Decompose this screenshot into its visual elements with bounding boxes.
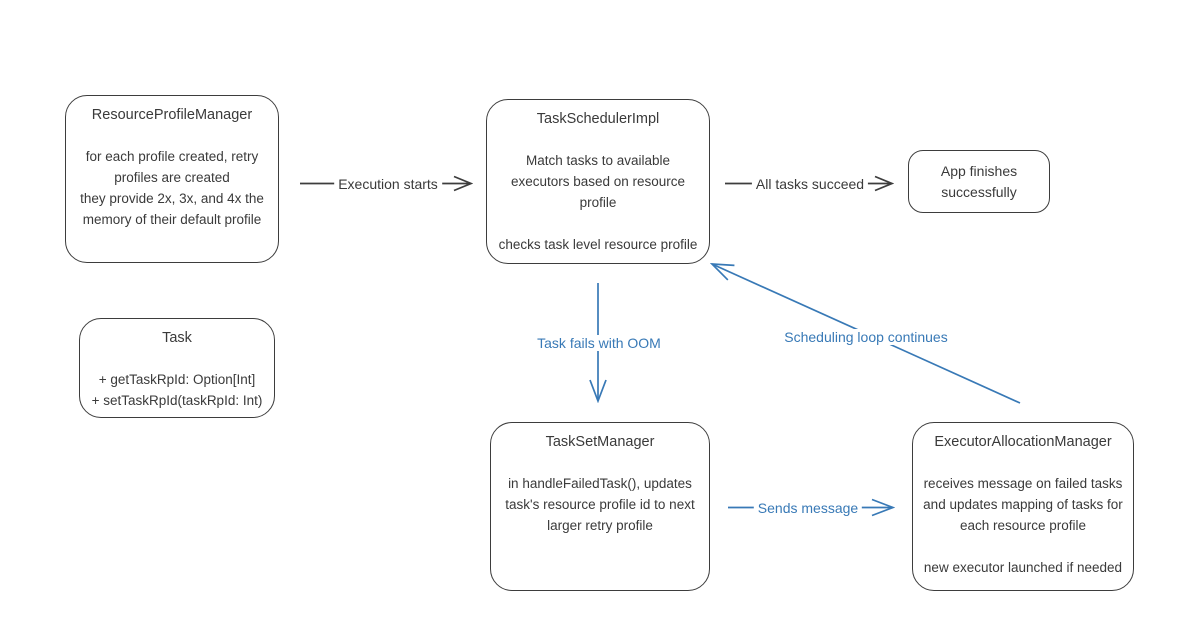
box-title: TaskSetManager bbox=[545, 434, 655, 450]
box-line: memory of their default profile bbox=[82, 212, 262, 227]
box-body: App finishes successfully bbox=[941, 161, 1017, 203]
box-resource-profile-manager: ResourceProfileManager for each profile … bbox=[65, 95, 279, 263]
box-line: in handleFailedTask(), updates bbox=[508, 476, 692, 491]
box-title: ExecutorAllocationManager bbox=[934, 434, 1112, 450]
task-fails-oom-label: Task fails with OOM bbox=[533, 335, 665, 351]
box-line: for each profile created, retry bbox=[85, 149, 259, 164]
box-line bbox=[487, 213, 709, 234]
box-title: TaskSchedulerImpl bbox=[536, 111, 660, 127]
box-line: executors based on resource bbox=[510, 174, 686, 189]
box-line: profile bbox=[579, 195, 617, 210]
box-line: task's resource profile id to next bbox=[505, 497, 695, 512]
box-line: successfully bbox=[941, 183, 1017, 200]
box-line: App finishes bbox=[940, 162, 1018, 179]
box-line: larger retry profile bbox=[547, 518, 653, 533]
box-executor-allocation-manager: ExecutorAllocationManager receives messa… bbox=[912, 422, 1134, 591]
box-line: and updates mapping of tasks for bbox=[923, 497, 1123, 512]
all-tasks-succeed-label: All tasks succeed bbox=[751, 176, 869, 192]
box-title: ResourceProfileManager bbox=[91, 107, 253, 123]
box-body: + getTaskRpId: Option[Int] + setTaskRpId(… bbox=[80, 369, 274, 411]
box-line: + getTaskRpId: Option[Int] bbox=[98, 372, 256, 387]
box-line: each resource profile bbox=[959, 518, 1087, 533]
box-line: profiles are created bbox=[114, 170, 230, 185]
box-title: Task bbox=[162, 330, 192, 346]
box-app-finishes: App finishes successfully bbox=[908, 150, 1050, 213]
scheduling-loop-label: Scheduling loop continues bbox=[780, 329, 952, 345]
box-body: in handleFailedTask(), updates task's res… bbox=[491, 473, 709, 536]
box-line: new executor launched if needed bbox=[923, 560, 1123, 575]
sends-message-label: Sends message bbox=[753, 500, 863, 516]
box-line bbox=[913, 536, 1133, 557]
box-task: Task + getTaskRpId: Option[Int] + setTask… bbox=[79, 318, 275, 418]
box-line: + setTaskRpId(taskRpId: Int) bbox=[91, 393, 263, 408]
box-line: they provide 2x, 3x, and 4x the bbox=[80, 191, 264, 206]
box-body: receives message on failed tasks and upda… bbox=[913, 473, 1133, 578]
box-line: receives message on failed tasks bbox=[923, 476, 1123, 491]
box-line: checks task level resource profile bbox=[498, 237, 698, 252]
box-task-scheduler-impl: TaskSchedulerImpl Match tasks to availab… bbox=[486, 99, 710, 264]
box-task-set-manager: TaskSetManager in handleFailedTask(), up… bbox=[490, 422, 710, 591]
box-body: for each profile created, retry profiles … bbox=[66, 146, 278, 230]
execution-starts-label: Execution starts bbox=[334, 176, 442, 192]
box-line: Match tasks to available bbox=[525, 153, 671, 168]
box-body: Match tasks to available executors based … bbox=[487, 150, 709, 255]
